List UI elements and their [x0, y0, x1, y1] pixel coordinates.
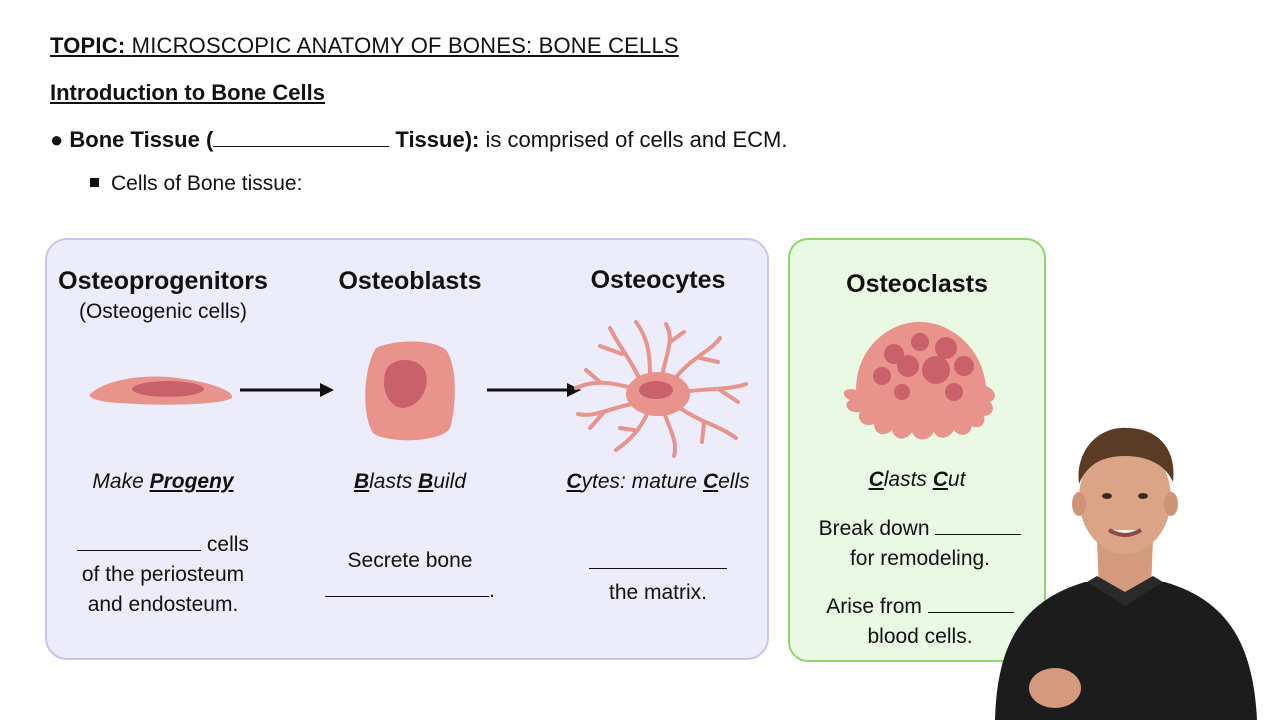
- desc-text: of the periosteum: [81, 563, 245, 586]
- osteocytes-tagline: Cytes: mature Cells: [548, 470, 768, 494]
- tag-bold: C: [932, 468, 948, 491]
- osteoclasts-title: Osteoclasts: [846, 270, 988, 298]
- tag-plain: uild: [433, 470, 467, 493]
- cells-of-bone-label: Cells of Bone tissue:: [111, 172, 303, 195]
- osteoblasts-description: Secrete bone .: [300, 546, 520, 606]
- arrow-right-icon: [487, 383, 581, 397]
- tag-bold: C: [868, 468, 884, 491]
- bone-lineage-panel: [45, 238, 769, 660]
- tag-plain: ells: [718, 470, 750, 493]
- topic-text: MICROSCOPIC ANATOMY OF BONES: BONE CELLS: [131, 33, 679, 58]
- fill-in-blank: [325, 578, 490, 597]
- desc-text: for remodeling.: [849, 547, 991, 570]
- bone-tissue-label-start: Bone Tissue (: [69, 127, 214, 152]
- osteoclasts-column: Osteoclasts: [792, 270, 1042, 299]
- osteoprogenitors-column: Osteoprogenitors (Osteogenic cells): [48, 267, 278, 324]
- fill-in-blank: [77, 532, 202, 551]
- tag-plain: lasts: [883, 468, 933, 491]
- osteocytes-column: Osteocytes: [548, 266, 768, 295]
- osteoblasts-title: Osteoblasts: [338, 267, 482, 295]
- presenter-image: [995, 427, 1257, 720]
- tag-plain: ytes: mature: [581, 470, 703, 493]
- osteoblasts-column: Osteoblasts: [300, 267, 520, 296]
- topic-label: TOPIC:: [50, 33, 126, 58]
- fill-in-blank: [589, 550, 727, 569]
- tag-bold: C: [566, 470, 582, 493]
- osteoprogenitors-description: cells of the periosteum and endosteum.: [48, 530, 278, 620]
- tag-bold: C: [702, 470, 719, 493]
- section-subheading: Introduction to Bone Cells: [50, 80, 325, 105]
- topic-heading: TOPIC: MICROSCOPIC ANATOMY OF BONES: BON…: [50, 33, 679, 59]
- osteoblast-cell-icon: [365, 341, 455, 441]
- bullet-cells-of-bone: Cells of Bone tissue:: [90, 172, 302, 196]
- desc-text: .: [489, 579, 495, 602]
- osteoprogenitors-title: Osteoprogenitors: [58, 267, 268, 295]
- fill-in-blank: [213, 126, 390, 147]
- osteoclasts-description-1: Break down for remodeling.: [800, 514, 1040, 574]
- osteoprogenitors-subtitle: (Osteogenic cells): [78, 300, 248, 323]
- osteoprogenitors-tagline: Make Progeny: [48, 470, 278, 494]
- osteoclasts-description-2: Arise from blood cells.: [800, 592, 1040, 652]
- desc-text: Break down: [818, 517, 930, 540]
- tag-bold: B: [418, 470, 434, 493]
- osteoclast-panel: [788, 238, 1046, 662]
- fill-in-blank: [935, 516, 1022, 535]
- desc-text: cells: [206, 533, 249, 556]
- desc-text: blood cells.: [867, 625, 973, 648]
- tag-plain: lasts: [369, 470, 419, 493]
- square-bullet-icon: [90, 177, 99, 187]
- osteoclasts-tagline: Clasts Cut: [792, 468, 1042, 492]
- bullet-bone-tissue: ● Bone Tissue ( Tissue): is comprised of…: [50, 126, 787, 153]
- arrow-right-icon: [240, 383, 334, 397]
- bone-tissue-definition: is comprised of cells and ECM.: [485, 127, 788, 152]
- desc-text: the matrix.: [608, 581, 708, 604]
- osteoblasts-tagline: Blasts Build: [300, 470, 520, 494]
- bone-tissue-label-end: Tissue):: [395, 127, 480, 152]
- osteocytes-description: the matrix.: [548, 548, 768, 608]
- tag-bold: Progeny: [149, 470, 234, 493]
- fill-in-blank: [927, 594, 1014, 613]
- tag-plain: Make: [92, 470, 150, 493]
- osteocytes-title: Osteocytes: [590, 266, 726, 294]
- desc-text: and endosteum.: [87, 593, 239, 616]
- desc-text: Arise from: [826, 595, 922, 618]
- osteoprogenitor-cell-icon: [89, 376, 233, 405]
- osteocyte-cell-icon: [574, 320, 748, 458]
- osteoprogenitors-tag-wrap: Make Progeny: [48, 470, 278, 494]
- desc-text: Secrete bone: [347, 549, 473, 572]
- tag-bold: B: [353, 470, 370, 493]
- tag-plain: ut: [947, 468, 966, 491]
- osteoclast-cell-icon: [843, 321, 995, 440]
- bullet-dot: ●: [50, 127, 64, 152]
